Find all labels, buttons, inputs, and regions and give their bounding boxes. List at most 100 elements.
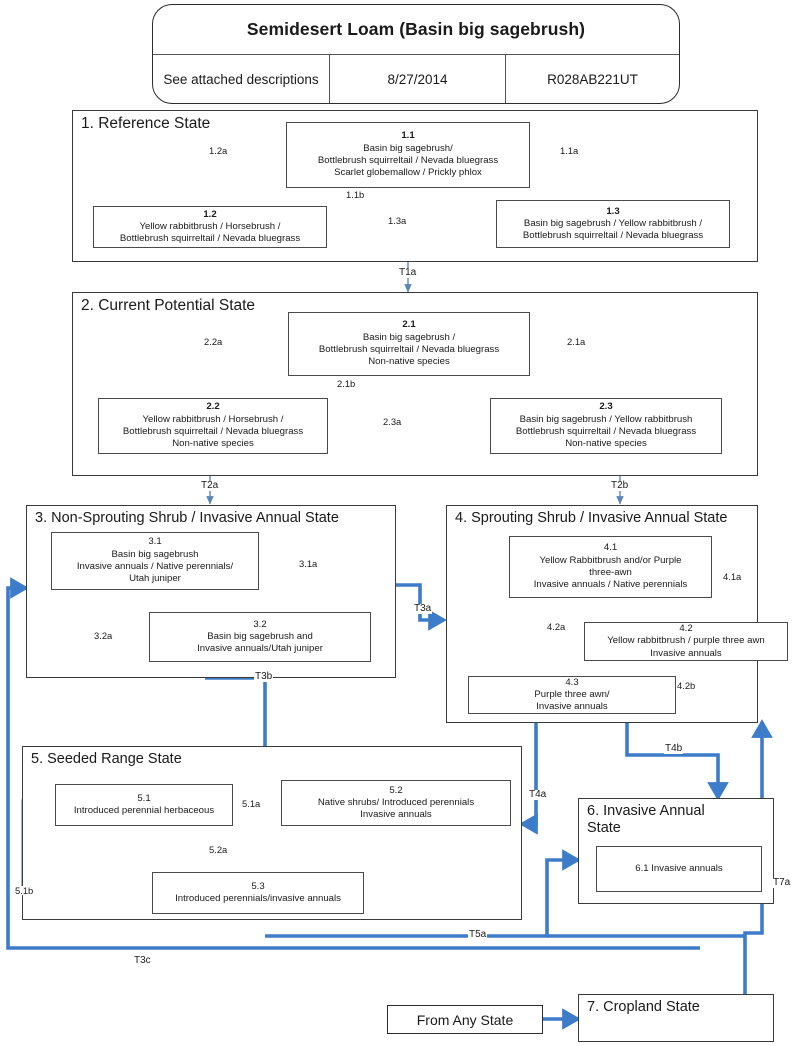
phase-5-2[interactable]: 5.2 Native shrubs/ Introduced perennials… bbox=[281, 780, 511, 826]
pathway-label-4-1a: 4.1a bbox=[722, 571, 743, 582]
phase-1-2-id: 1.2 bbox=[203, 208, 217, 220]
transition-label-T4a: T4a bbox=[528, 789, 548, 800]
phase-1-3[interactable]: 1.3 Basin big sagebrush / Yellow rabbitb… bbox=[496, 200, 730, 248]
transition-label-T5a: T5a bbox=[468, 929, 488, 940]
phase-5-2-id: 5.2 bbox=[389, 784, 403, 796]
state-7-title: 7. Cropland State bbox=[587, 999, 700, 1015]
pathway-label-1-2a: 1.2a bbox=[208, 145, 229, 156]
phase-3-1-line-1: Basin big sagebrush bbox=[111, 548, 199, 560]
phase-2-3[interactable]: 2.3 Basin big sagebrush / Yellow rabbitb… bbox=[490, 398, 722, 454]
phase-3-1-id: 3.1 bbox=[148, 536, 162, 548]
state-7-cropland: 7. Cropland State bbox=[578, 994, 774, 1042]
phase-3-1-line-3: Utah juniper bbox=[129, 573, 181, 585]
phase-5-1-line-1: Introduced perennial herbaceous bbox=[73, 805, 215, 816]
transition-label-T2a: T2a bbox=[200, 480, 220, 491]
pathway-label-4-2a: 4.2a bbox=[546, 621, 567, 632]
pathway-label-5-1b: 5.1b bbox=[14, 885, 35, 896]
phase-5-2-line-2: Invasive annuals bbox=[360, 809, 432, 821]
pathway-label-3-1a: 3.1a bbox=[298, 558, 319, 569]
from-any-state-box: From Any State bbox=[387, 1005, 543, 1034]
phase-1-2[interactable]: 1.2 Yellow rabbitbrush / Horsebrush / Bo… bbox=[93, 206, 327, 248]
phase-2-3-line-3: Non-native species bbox=[565, 438, 647, 450]
phase-2-3-line-1: Basin big sagebrush / Yellow rabbitbrush bbox=[519, 413, 693, 425]
transition-label-T2b: T2b bbox=[610, 480, 630, 491]
state-3-title: 3. Non-Sprouting Shrub / Invasive Annual… bbox=[35, 510, 339, 526]
phase-1-3-line-1: Basin big sagebrush / Yellow rabbitbrush… bbox=[523, 217, 703, 229]
phase-2-1-line-3: Non-native species bbox=[368, 356, 450, 368]
phase-2-2-line-1: Yellow rabbitbrush / Horsebrush / bbox=[142, 413, 284, 425]
phase-3-1[interactable]: 3.1 Basin big sagebrush Invasive annuals… bbox=[51, 532, 259, 590]
pathway-label-2-1b: 2.1b bbox=[336, 378, 357, 389]
phase-4-1-line-3: Invasive annuals / Native perennials bbox=[533, 579, 688, 591]
pathway-label-1-3a: 1.3a bbox=[387, 215, 408, 226]
phase-3-2-line-1: Basin big sagebrush and bbox=[207, 630, 313, 642]
phase-4-3[interactable]: 4.3 Purple three awn/ Invasive annuals bbox=[468, 676, 676, 714]
phase-4-3-line-1: Purple three awn/ bbox=[534, 688, 610, 700]
state-1-title: 1. Reference State bbox=[81, 115, 211, 132]
phase-4-2-id: 4.2 bbox=[679, 623, 693, 635]
pathway-label-3-2a: 3.2a bbox=[93, 630, 114, 641]
phase-2-1-id: 2.1 bbox=[402, 319, 416, 331]
phase-3-1-line-2: Invasive annuals / Native perennials/ bbox=[76, 561, 234, 572]
phase-2-1-line-1: Basin big sagebrush / bbox=[362, 331, 456, 343]
phase-1-2-line-2: Bottlebrush squirreltail / Nevada bluegr… bbox=[119, 233, 301, 245]
pathway-label-4-2b: 4.2b bbox=[676, 680, 697, 691]
phase-3-2-line-2: Invasive annuals/Utah juniper bbox=[197, 643, 323, 655]
phase-2-2[interactable]: 2.2 Yellow rabbitbrush / Horsebrush / Bo… bbox=[98, 398, 328, 454]
title-card-row: See attached descriptions 8/27/2014 R028… bbox=[153, 54, 679, 103]
pathway-label-1-1b: 1.1b bbox=[345, 189, 366, 200]
phase-2-1[interactable]: 2.1 Basin big sagebrush / Bottlebrush sq… bbox=[288, 312, 530, 376]
phase-5-3-id: 5.3 bbox=[251, 880, 265, 892]
transition-label-T7a: T7a bbox=[772, 877, 792, 888]
phase-2-3-line-2: Bottlebrush squirreltail / Nevada bluegr… bbox=[515, 426, 697, 437]
phase-4-2-line-2: Invasive annuals bbox=[650, 647, 722, 659]
pathway-label-2-3a: 2.3a bbox=[382, 416, 403, 427]
phase-5-3-line-1: Introduced perennials/invasive annuals bbox=[175, 893, 341, 904]
phase-6-1-id: 6.1 Invasive annuals bbox=[635, 862, 723, 874]
phase-4-2[interactable]: 4.2 Yellow rabbitbrush / purple three aw… bbox=[584, 622, 788, 661]
pathway-label-5-2a: 5.2a bbox=[208, 844, 229, 855]
phase-4-1-line-1: Yellow Rabbitbrush and/or Purple bbox=[539, 554, 682, 566]
phase-1-1-line-3: Scarlet globemallow / Prickly phlox bbox=[334, 167, 482, 179]
phase-1-3-id: 1.3 bbox=[606, 205, 620, 217]
phase-5-1[interactable]: 5.1 Introduced perennial herbaceous bbox=[55, 784, 233, 826]
phase-1-1-id: 1.1 bbox=[401, 130, 415, 142]
transition-label-T1a: T1a bbox=[398, 267, 418, 278]
transition-label-T3b: T3b bbox=[254, 671, 274, 682]
phase-2-1-line-2: Bottlebrush squirreltail / Nevada bluegr… bbox=[318, 344, 500, 355]
phase-4-3-id: 4.3 bbox=[565, 676, 579, 688]
phase-4-1-line-2: three-awn bbox=[589, 567, 632, 578]
phase-1-3-line-2: Bottlebrush squirreltail / Nevada bluegr… bbox=[522, 230, 704, 242]
page-title: Semidesert Loam (Basin big sagebrush) bbox=[246, 19, 586, 39]
phase-3-2[interactable]: 3.2 Basin big sagebrush and Invasive ann… bbox=[149, 612, 371, 662]
phase-1-2-line-1: Yellow rabbitbrush / Horsebrush / bbox=[139, 220, 281, 232]
phase-3-2-id: 3.2 bbox=[253, 618, 267, 630]
pathway-label-2-1a: 2.1a bbox=[566, 336, 587, 347]
phase-5-1-id: 5.1 bbox=[137, 792, 151, 804]
transition-label-T3c: T3c bbox=[133, 955, 152, 966]
pathway-label-1-1a: 1.1a bbox=[559, 145, 580, 156]
header-cell-site-id: R028AB221UT bbox=[505, 55, 679, 103]
phase-2-3-id: 2.3 bbox=[599, 401, 613, 413]
state-4-title: 4. Sprouting Shrub / Invasive Annual Sta… bbox=[455, 510, 728, 526]
state-6-title: 6. Invasive Annual State bbox=[587, 803, 705, 837]
phase-2-2-id: 2.2 bbox=[206, 401, 220, 413]
phase-4-3-line-2: Invasive annuals bbox=[536, 701, 608, 713]
phase-4-1[interactable]: 4.1 Yellow Rabbitbrush and/or Purple thr… bbox=[509, 536, 712, 598]
header-cell-date: 8/27/2014 bbox=[329, 55, 505, 103]
phase-6-1[interactable]: 6.1 Invasive annuals bbox=[596, 846, 762, 892]
title-card: Semidesert Loam (Basin big sagebrush) Se… bbox=[152, 4, 680, 104]
phase-4-2-line-1: Yellow rabbitbrush / purple three awn bbox=[607, 635, 765, 647]
phase-5-3[interactable]: 5.3 Introduced perennials/invasive annua… bbox=[152, 872, 364, 914]
phase-5-2-line-1: Native shrubs/ Introduced perennials bbox=[317, 796, 475, 808]
phase-1-1-line-1: Basin big sagebrush/ bbox=[363, 142, 453, 154]
phase-2-2-line-2: Bottlebrush squirreltail / Nevada bluegr… bbox=[122, 426, 304, 437]
pathway-label-2-2a: 2.2a bbox=[203, 336, 224, 347]
phase-2-2-line-3: Non-native species bbox=[172, 438, 254, 450]
pathway-label-5-1a: 5.1a bbox=[241, 798, 262, 809]
phase-4-1-id: 4.1 bbox=[603, 542, 618, 554]
phase-1-1[interactable]: 1.1 Basin big sagebrush/ Bottlebrush squ… bbox=[286, 122, 530, 188]
phase-1-1-line-2: Bottlebrush squirreltail / Nevada bluegr… bbox=[317, 155, 499, 166]
transition-label-T4b: T4b bbox=[664, 743, 684, 754]
